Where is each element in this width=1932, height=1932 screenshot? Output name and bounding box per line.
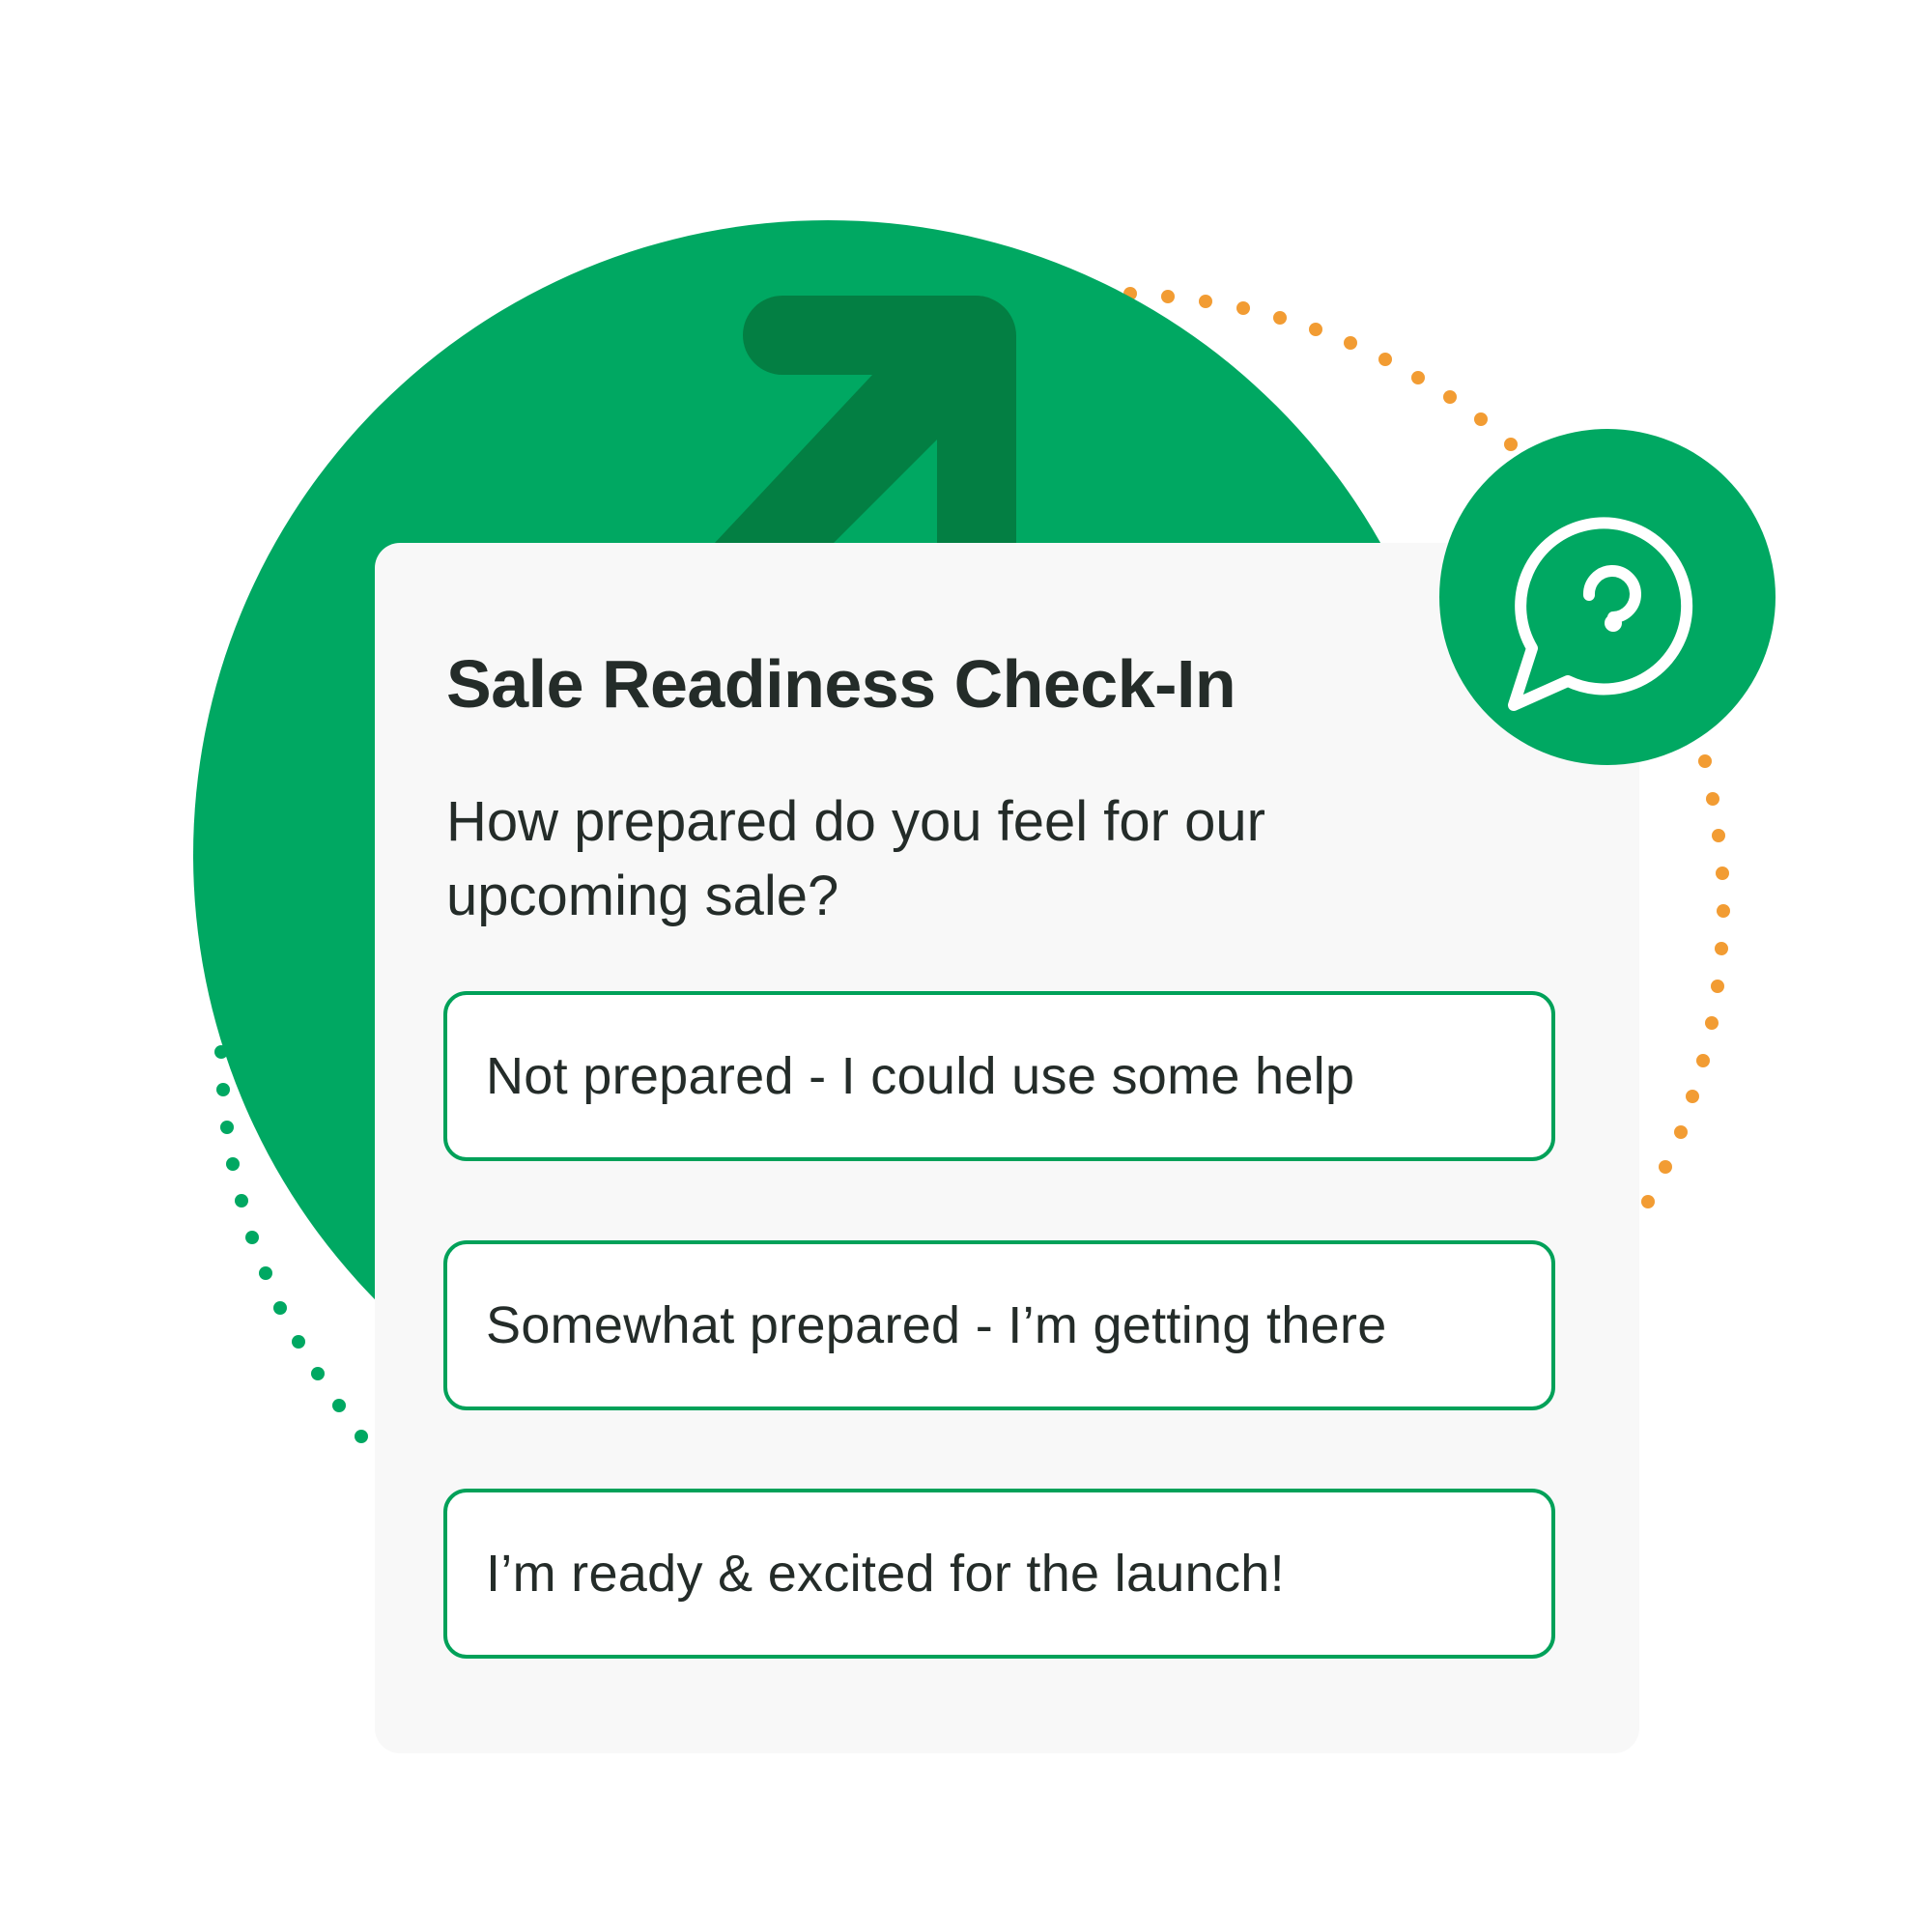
help-badge [1439,429,1776,765]
question-speech-bubble-icon [1508,517,1693,711]
option-somewhat-prepared[interactable]: Somewhat prepared - I’m getting there [443,1240,1555,1410]
option-label: Not prepared - I could use some help [486,1047,1355,1105]
survey-question: How prepared do you feel for our upcomin… [446,790,1265,927]
option-label: I’m ready & excited for the launch! [486,1545,1285,1603]
option-not-prepared[interactable]: Not prepared - I could use some help [443,991,1555,1161]
orange-dotted-arc [1123,287,1730,1208]
survey-card: Sale Readiness Check-In How prepared do … [375,543,1639,1753]
option-label: Somewhat prepared - I’m getting there [486,1296,1387,1354]
survey-title: Sale Readiness Check-In [446,646,1236,722]
green-dotted-arc [214,1045,368,1443]
option-ready-excited[interactable]: I’m ready & excited for the launch! [443,1489,1555,1659]
